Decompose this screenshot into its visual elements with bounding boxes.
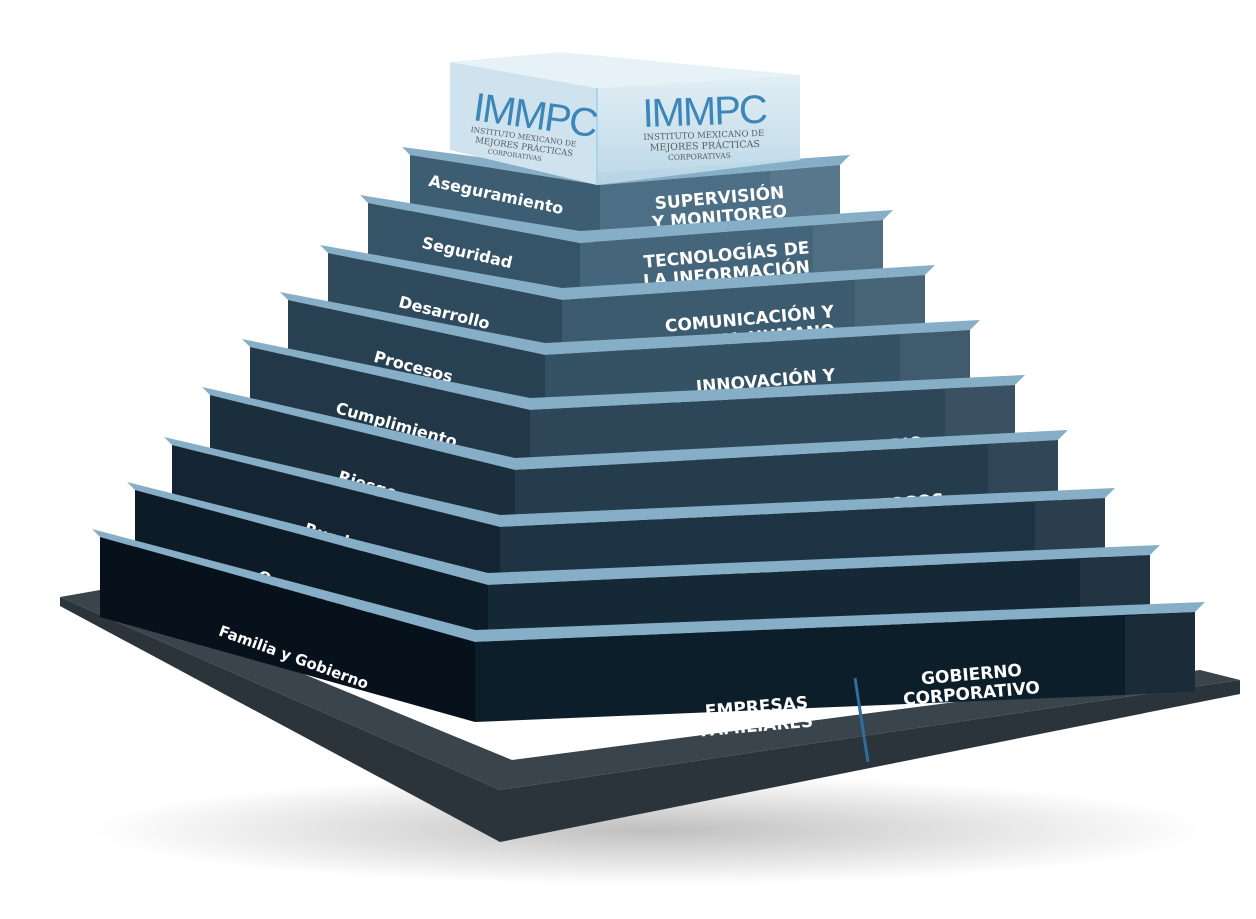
logo-cube: IMMPC INSTITUTO MEXICANO DE MEJORES PRÁC… — [450, 52, 800, 185]
tier-9: Familia y GobiernoEMPRESASFAMILIARESGOBI… — [92, 529, 1205, 763]
tier-ledge — [127, 482, 1160, 585]
logo-line3: CORPORATIVAS — [668, 151, 731, 162]
tier-end-shade — [1125, 612, 1195, 696]
tier-ledge — [92, 529, 1205, 642]
tier-left-face — [410, 155, 600, 243]
tier-ledge — [164, 437, 1115, 527]
logo-name: IMMPC — [642, 88, 768, 136]
logo-line2: MEJORES PRÁCTICAS — [650, 138, 761, 154]
floor-shadow — [90, 775, 1210, 885]
tier-front-face — [475, 612, 1195, 722]
tier-ledge — [360, 195, 893, 243]
tier-ledge — [242, 339, 1025, 410]
tier-end-shade — [770, 165, 840, 227]
base-platform — [60, 597, 1240, 842]
logo-line1: INSTITUTO MEXICANO DE — [643, 129, 764, 143]
base-platform-top — [60, 590, 1240, 790]
tier-left-face — [368, 203, 580, 305]
tier-ledge — [202, 387, 1068, 470]
tier-ledge — [280, 292, 980, 355]
tier-left-face — [100, 537, 475, 722]
divider — [853, 677, 870, 763]
tier-ledge — [320, 245, 935, 300]
